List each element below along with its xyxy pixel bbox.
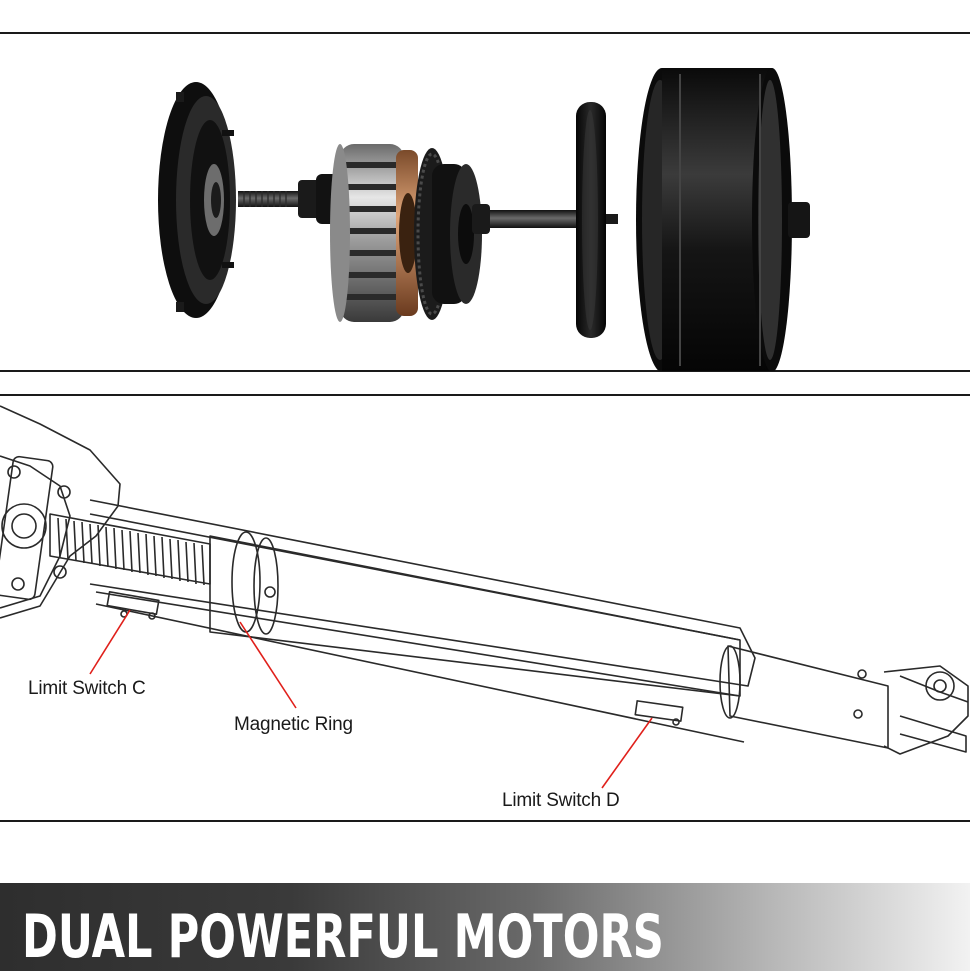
callout-limit-switch-d: Limit Switch D [502,790,620,811]
actuator-cutaway-view: Limit Switch C Magnetic Ring Limit Switc… [0,396,970,821]
top-rule-lower [0,370,970,372]
leader-limit-switch-c [89,609,131,675]
title-banner: DUAL POWERFUL MOTORS [0,883,970,971]
end-cap [158,82,236,318]
middle-rule [0,394,970,396]
planetary-gear [414,148,482,320]
callout-leaders [89,609,653,789]
top-rule-upper [0,32,970,34]
exploded-motor-illustration [158,68,810,371]
bottom-rule [0,820,970,822]
stator [330,144,418,322]
leader-magnetic-ring [239,621,297,709]
extension-rod [727,645,889,749]
lead-screw [49,513,211,586]
actuator-cutaway-illustration [0,405,969,789]
magnet-ring-disc [576,102,606,338]
clevis-end [883,665,969,755]
callout-limit-switch-c: Limit Switch C [28,678,146,699]
threaded-shaft-left [238,174,338,224]
outer-tube [89,499,756,687]
exploded-motor-view [0,34,970,371]
banner-title: DUAL POWERFUL MOTORS [22,902,664,971]
hub-motor-shell [636,68,810,371]
shaft-right [472,204,618,234]
callout-magnetic-ring: Magnetic Ring [234,714,353,735]
limit-switch-d-shape [634,700,684,726]
leader-limit-switch-d [601,717,653,789]
